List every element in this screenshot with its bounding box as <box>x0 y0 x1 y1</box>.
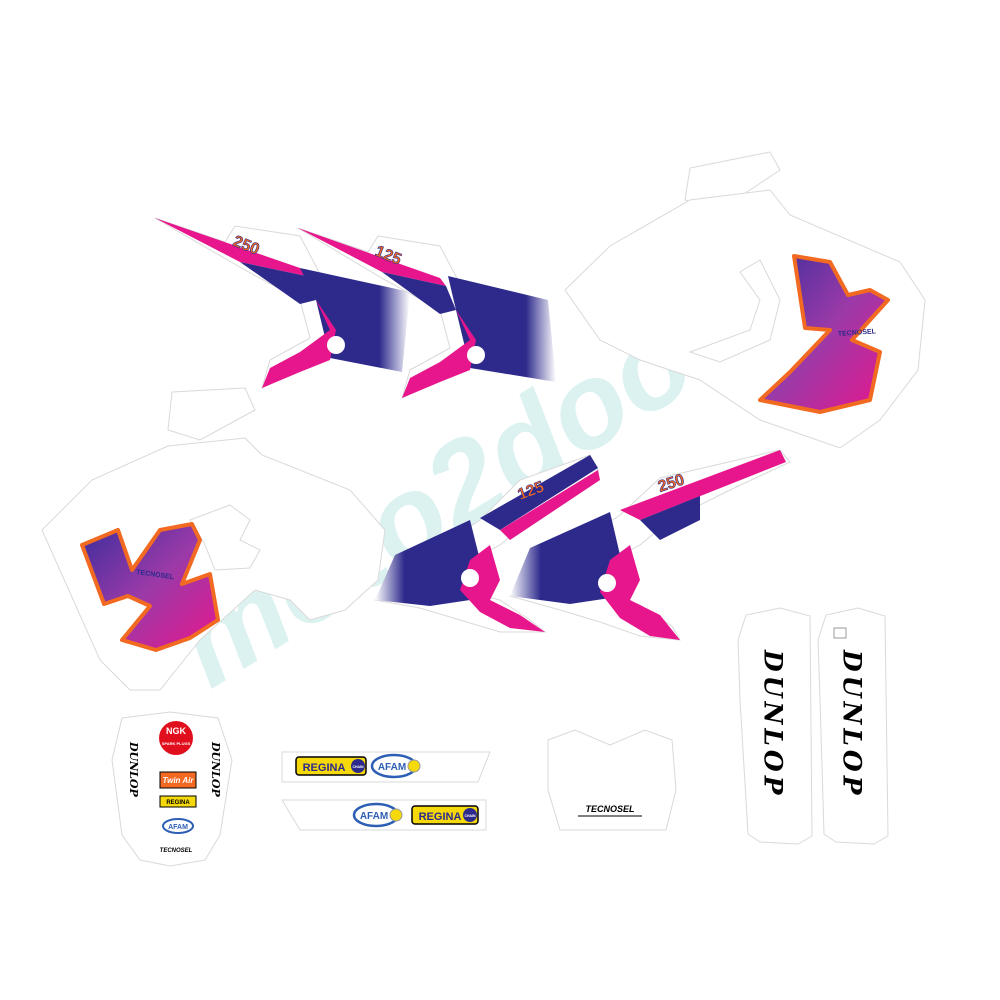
fork-guard-left: DUNLOP <box>737 607 813 845</box>
fork-right-dunlop: DUNLOP <box>838 649 867 799</box>
fender-dunlop-left: DUNLOP <box>127 741 140 798</box>
svg-text:DUNLOP: DUNLOP <box>759 649 788 799</box>
svg-text:REGINA: REGINA <box>166 800 190 806</box>
shroud-brand-right: TECNOSEL <box>838 328 877 338</box>
side-panel-mid-right: 250 <box>508 449 791 641</box>
svg-text:CHAIN: CHAIN <box>464 814 476 818</box>
svg-text:DUNLOP: DUNLOP <box>127 741 140 798</box>
svg-text:AFAM: AFAM <box>360 811 388 822</box>
svg-text:DUNLOP: DUNLOP <box>838 649 867 799</box>
svg-text:REGINA: REGINA <box>303 762 346 774</box>
fork-guard-right: DUNLOP <box>817 607 889 845</box>
swingarm-regina-top: REGINA CHAIN <box>295 756 367 776</box>
fork-left-dunlop: DUNLOP <box>759 649 788 799</box>
fender-regina-logo: REGINA <box>159 795 197 808</box>
side-panel-top-right: 125 <box>297 227 556 399</box>
radiator-shroud-right: YZ TECNOSEL <box>564 151 926 449</box>
swingarm-strip-bottom: AFAM REGINA CHAIN <box>281 799 487 831</box>
swingarm-strip-top: REGINA CHAIN AFAM <box>281 751 491 783</box>
svg-text:AFAM: AFAM <box>378 762 406 773</box>
front-number-plate: TECNOSEL <box>547 729 677 831</box>
fender-dunlop-right: DUNLOP <box>209 741 222 798</box>
radiator-shroud-left: TECNOSEL <box>41 387 386 691</box>
svg-text:CHAIN: CHAIN <box>352 765 364 769</box>
svg-text:REGINA: REGINA <box>419 811 462 823</box>
swingarm-afam-top: AFAM <box>370 753 421 779</box>
swingarm-afam-bottom: AFAM <box>352 802 403 828</box>
twin-air-logo: Twin Air <box>159 771 197 789</box>
svg-text:DUNLOP: DUNLOP <box>209 741 222 798</box>
svg-text:NGK: NGK <box>166 726 187 736</box>
ngk-logo: NGK SPARK PLUGS <box>159 721 193 755</box>
number-plate-tecnosel: TECNOSEL <box>585 804 634 814</box>
svg-text:AFAM: AFAM <box>168 824 188 831</box>
side-panel-top-left: 250 <box>154 217 410 389</box>
swingarm-regina-bottom: REGINA CHAIN <box>411 805 479 825</box>
svg-text:SPARK PLUGS: SPARK PLUGS <box>162 741 191 746</box>
rear-fender: DUNLOP DUNLOP NGK SPARK PLUGS Twin Air R… <box>111 711 233 867</box>
fender-afam-logo: AFAM <box>162 818 194 834</box>
fender-tecnosel: TECNOSEL <box>160 848 193 854</box>
svg-text:Twin Air: Twin Air <box>163 776 195 785</box>
side-panel-mid-left: 125 <box>373 454 600 633</box>
